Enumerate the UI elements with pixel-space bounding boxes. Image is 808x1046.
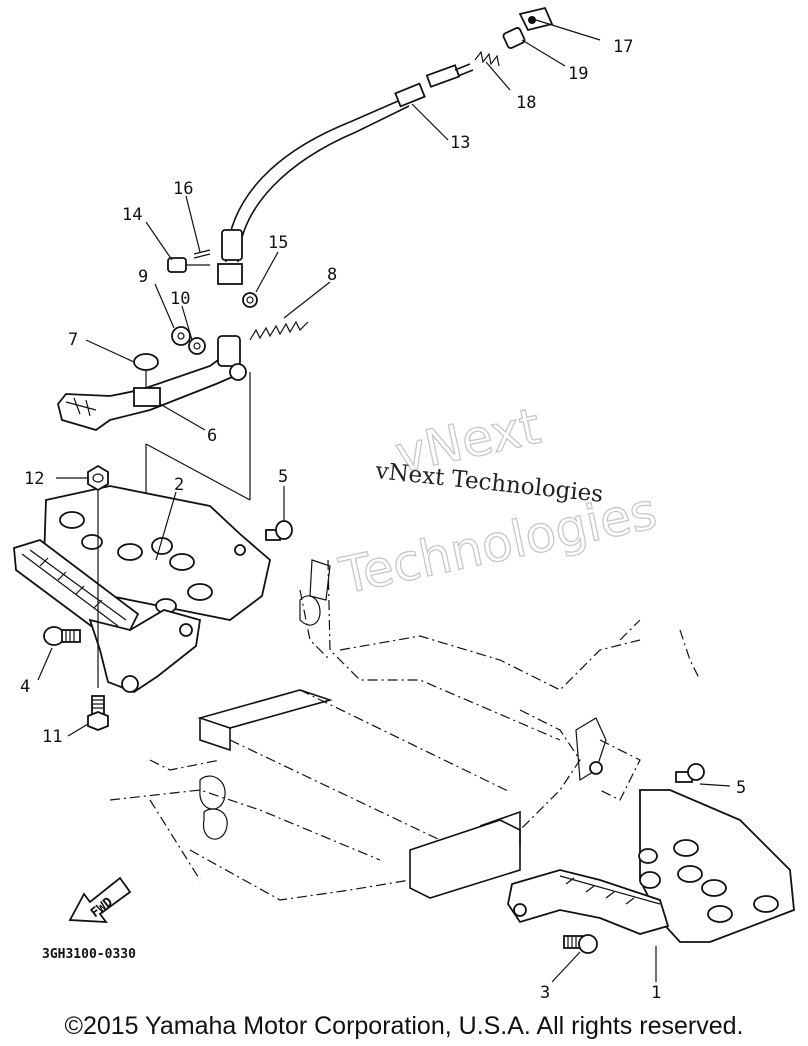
pin-14 bbox=[167, 257, 210, 273]
right-footrest-plate bbox=[638, 789, 795, 943]
copyright-notice: ©2015 Yamaha Motor Corporation, U.S.A. A… bbox=[64, 1012, 744, 1040]
washer-9 bbox=[171, 326, 191, 346]
callout-19: 19 bbox=[568, 64, 588, 84]
washer-10 bbox=[188, 337, 206, 355]
callout-5-upper: 5 bbox=[278, 467, 288, 487]
callout-5-lower: 5 bbox=[736, 778, 746, 798]
bolt-11 bbox=[87, 695, 109, 731]
watermark: vNext Technologies vNext Technologies bbox=[334, 396, 663, 606]
callout-16: 16 bbox=[173, 179, 193, 199]
callout-4: 4 bbox=[20, 677, 30, 697]
callout-12: 12 bbox=[24, 469, 44, 489]
callout-1: 1 bbox=[651, 983, 661, 1003]
bolt-3 bbox=[563, 934, 598, 954]
callout-8: 8 bbox=[327, 265, 337, 285]
bolt-5-upper bbox=[265, 520, 293, 541]
callout-6: 6 bbox=[207, 426, 217, 446]
callout-10: 10 bbox=[170, 289, 190, 309]
washer-15 bbox=[242, 292, 258, 308]
callout-13: 13 bbox=[450, 133, 470, 153]
joint-19 bbox=[502, 27, 526, 49]
cotter-pin-16 bbox=[193, 249, 211, 259]
callout-18: 18 bbox=[516, 93, 536, 113]
callouts: 17 19 18 13 16 14 15 8 9 10 7 6 12 2 5 4… bbox=[20, 37, 746, 1003]
watermark-technologies: Technologies bbox=[334, 482, 661, 606]
left-footpeg bbox=[13, 539, 202, 694]
spring-18 bbox=[474, 50, 500, 67]
spring-8 bbox=[249, 320, 309, 341]
leader-lines bbox=[37, 19, 731, 983]
bolt-5-lower bbox=[675, 763, 705, 783]
fwd-arrow-icon: FWD bbox=[68, 876, 132, 924]
drawing-code: 3GH3100-0330 bbox=[42, 947, 136, 962]
bolt-4 bbox=[43, 626, 81, 646]
callout-3: 3 bbox=[540, 983, 550, 1003]
frame bbox=[109, 559, 701, 901]
callout-2: 2 bbox=[174, 475, 184, 495]
nut-12 bbox=[87, 464, 109, 492]
callout-9: 9 bbox=[138, 267, 148, 287]
callout-14: 14 bbox=[122, 205, 142, 225]
callout-11: 11 bbox=[42, 727, 62, 747]
right-footpeg bbox=[507, 869, 670, 935]
callout-15: 15 bbox=[268, 233, 288, 253]
ref-line-2 bbox=[145, 443, 251, 501]
brake-pedal bbox=[57, 335, 247, 431]
brake-cable bbox=[217, 63, 474, 285]
callout-7: 7 bbox=[68, 330, 78, 350]
clevis-17 bbox=[518, 6, 554, 32]
callout-17: 17 bbox=[613, 37, 633, 57]
